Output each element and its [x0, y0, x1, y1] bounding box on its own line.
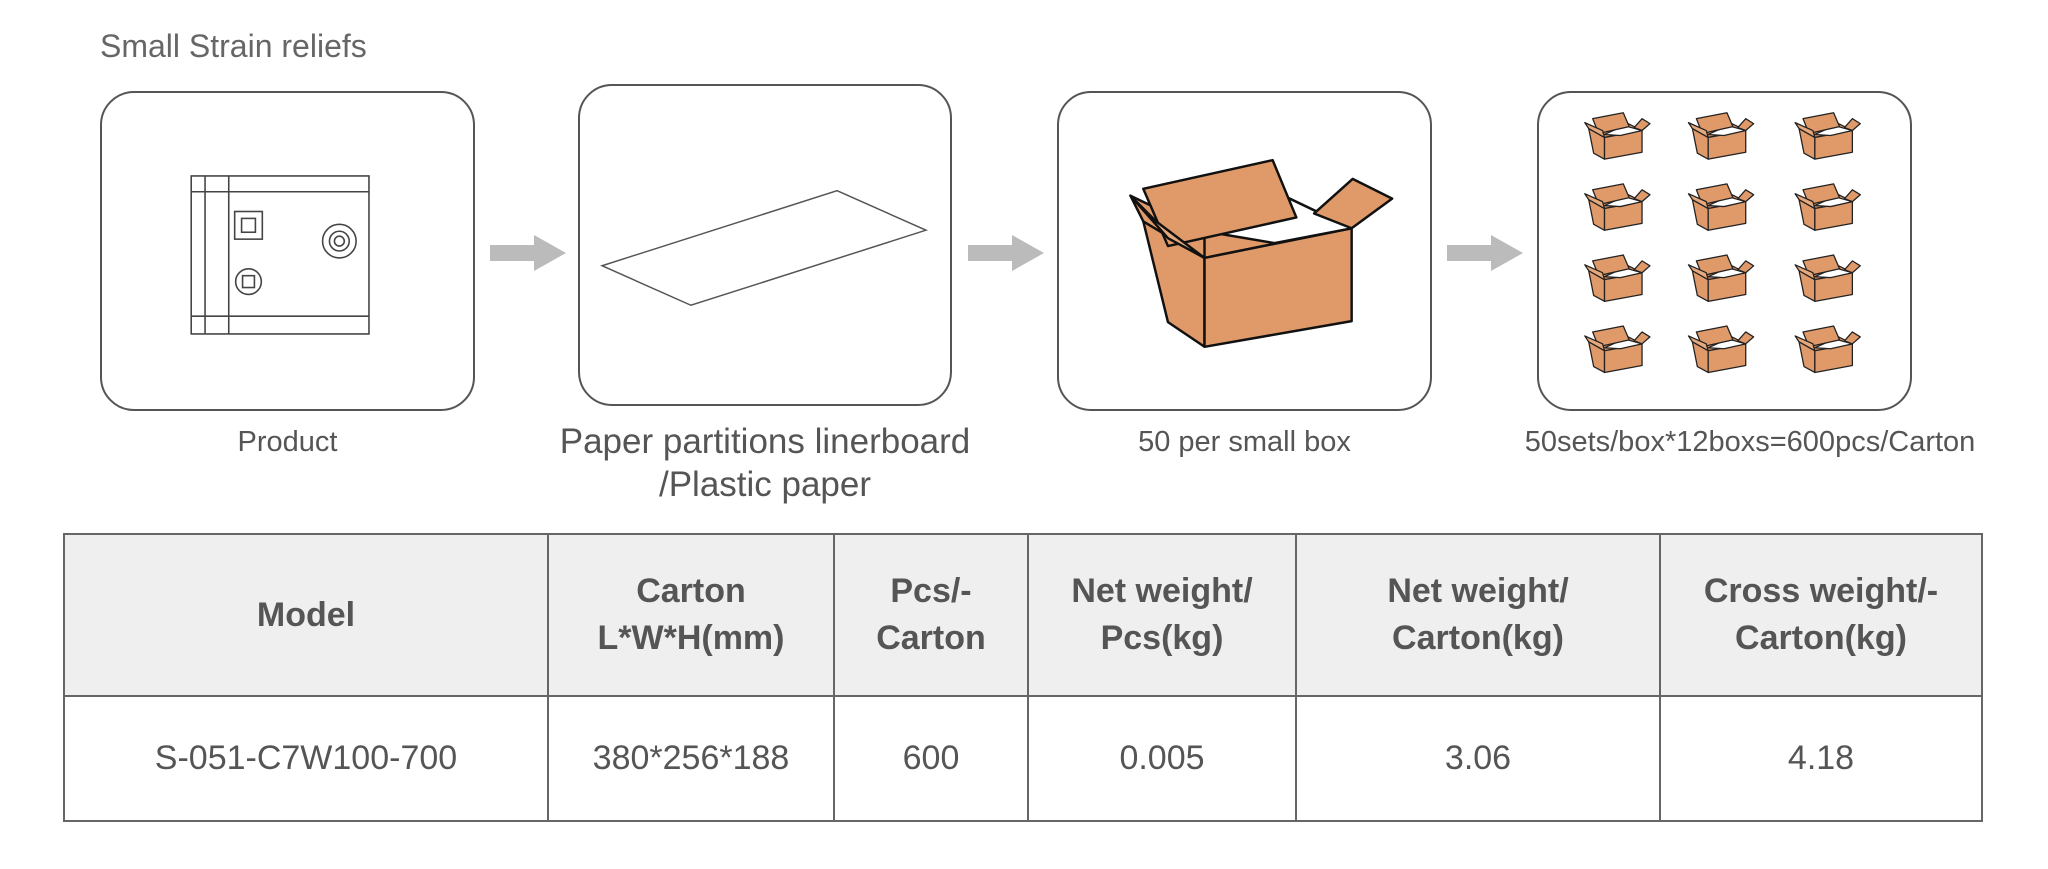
cell-net-weight-carton: 3.06	[1295, 695, 1661, 822]
small-box-card	[1057, 91, 1432, 411]
header-line: Pcs/-	[890, 572, 972, 610]
mini-box-icon	[1584, 325, 1651, 374]
header-net-weight-carton: Net weight/ Carton(kg)	[1295, 533, 1661, 697]
product-card	[100, 91, 475, 411]
header-line: Pcs(kg)	[1100, 619, 1224, 657]
header-net-weight-pcs: Net weight/ Pcs(kg)	[1027, 533, 1297, 697]
cell-cross-weight-carton: 4.18	[1659, 695, 1983, 822]
header-pcs-carton: Pcs/- Carton	[833, 533, 1029, 697]
header-line: Net weight/	[1071, 572, 1253, 610]
mini-box-icon	[1584, 183, 1651, 231]
mini-box-icon	[1794, 254, 1861, 303]
mini-box-icon	[1687, 112, 1755, 160]
carton-card	[1537, 91, 1912, 411]
arrow-icon	[490, 235, 566, 271]
header-line: L*W*H(mm)	[597, 619, 785, 657]
cell-model: S-051-C7W100-700	[63, 695, 549, 822]
header-carton-size: Carton L*W*H(mm)	[547, 533, 835, 697]
header-line: Carton	[876, 619, 986, 657]
mini-box-icon	[1794, 325, 1861, 374]
mini-box-icon	[1687, 183, 1755, 231]
header-line: Carton(kg)	[1735, 619, 1907, 657]
cell-net-weight-pcs: 0.005	[1027, 695, 1297, 822]
mini-box-icon	[1687, 254, 1755, 303]
liner-caption-line1: Paper partitions linerboard	[559, 422, 971, 461]
carton-boxes-grid	[1584, 112, 1861, 374]
mini-box-icon	[1687, 325, 1755, 374]
liner-sheet-drawing	[599, 189, 929, 307]
liner-caption-line2: /Plastic paper	[658, 465, 872, 504]
mini-box-icon	[1794, 112, 1861, 160]
liner-card	[578, 84, 952, 406]
arrow-icon	[1447, 235, 1523, 271]
open-box-icon	[1129, 158, 1394, 349]
small-box-caption: 50 per small box	[1138, 426, 1351, 458]
packing-spec-table: Model Carton L*W*H(mm) Pcs/- Carton Net …	[63, 533, 1983, 822]
header-line: Carton	[636, 572, 746, 610]
mini-box-icon	[1584, 254, 1651, 303]
carton-caption: 50sets/box*12boxs=600pcs/Carton	[1524, 426, 1976, 458]
cell-pcs-carton: 600	[833, 695, 1029, 822]
table-header-row: Model Carton L*W*H(mm) Pcs/- Carton Net …	[63, 533, 1983, 697]
mini-box-icon	[1584, 112, 1651, 160]
header-line: Carton(kg)	[1392, 619, 1564, 657]
cell-carton-size: 380*256*188	[547, 695, 835, 822]
liner-caption: Paper partitions linerboard /Plastic pap…	[515, 420, 1015, 506]
product-caption: Product	[237, 426, 338, 458]
header-model: Model	[63, 533, 549, 697]
arrow-icon	[968, 235, 1044, 271]
table-row: S-051-C7W100-700 380*256*188 600 0.005 3…	[63, 695, 1983, 822]
mini-box-icon	[1794, 183, 1861, 231]
header-line: Net weight/	[1387, 572, 1569, 610]
page-title: Small Strain reliefs	[100, 28, 367, 64]
header-line: Cross weight/-	[1703, 572, 1939, 610]
strain-relief-drawing	[190, 175, 370, 335]
header-cross-weight-carton: Cross weight/- Carton(kg)	[1659, 533, 1983, 697]
